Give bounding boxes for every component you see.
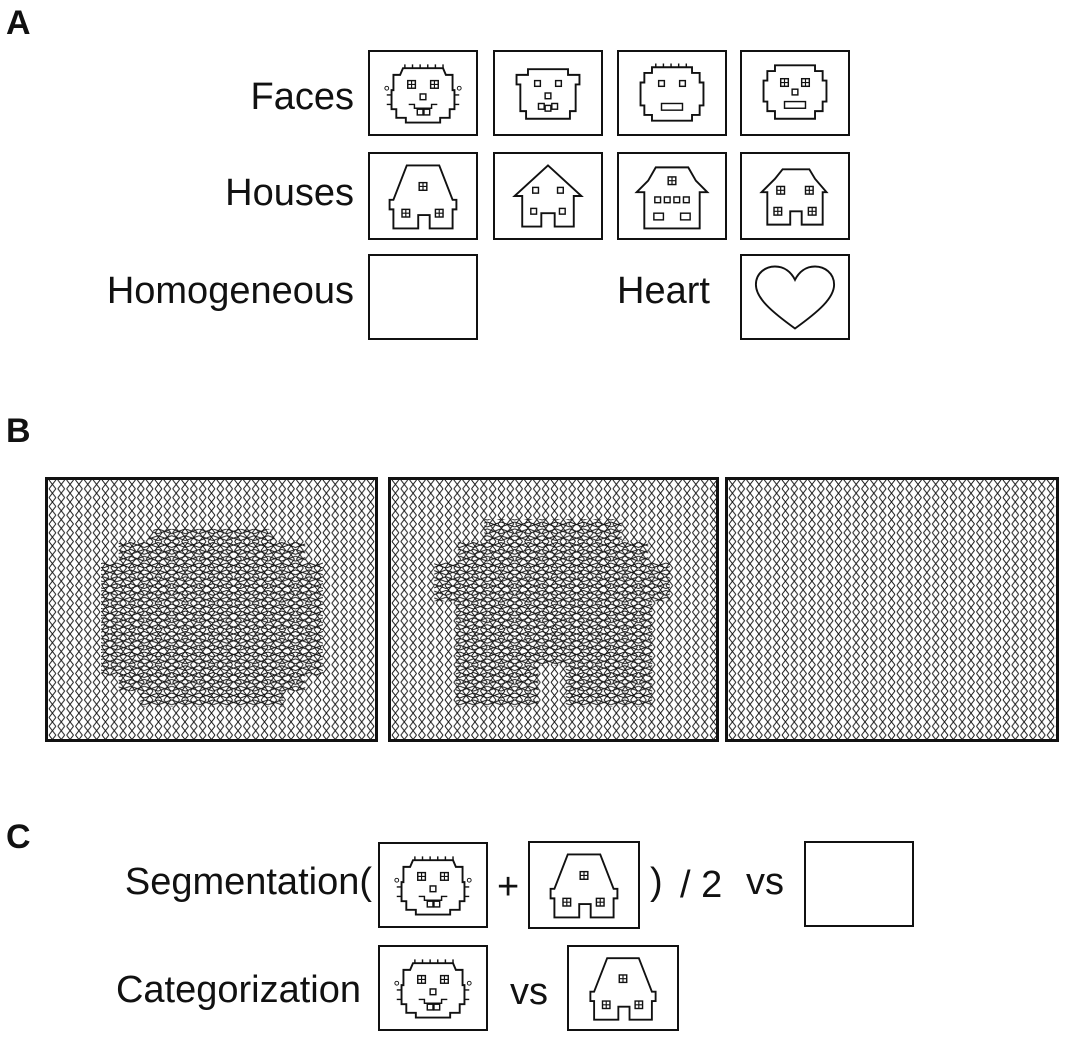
house-stimulus-2	[493, 152, 603, 240]
segmentation-face-stimulus	[378, 842, 488, 928]
segmentation-label: Segmentation(	[124, 861, 372, 903]
close-parenthesis: )	[650, 861, 663, 903]
segmentation-house-stimulus	[528, 841, 640, 929]
texture-house-stimulus	[388, 477, 719, 742]
face-stimulus-4	[740, 50, 850, 136]
houses-label: Houses	[225, 172, 354, 214]
homogeneous-label: Homogeneous	[106, 270, 354, 312]
categorization-face-stimulus	[378, 945, 488, 1031]
face-stimulus-1	[368, 50, 478, 136]
categorization-house-stimulus	[567, 945, 679, 1031]
face-stimulus-3	[617, 50, 727, 136]
faces-label: Faces	[250, 76, 354, 118]
texture-face-stimulus	[45, 477, 378, 742]
house-stimulus-1	[368, 152, 478, 240]
heart-stimulus	[740, 254, 850, 340]
categorization-vs: vs	[510, 971, 548, 1013]
segmentation-homogeneous-stimulus	[804, 841, 914, 927]
panel-a-letter: A	[6, 4, 31, 42]
categorization-label: Categorization	[115, 969, 361, 1011]
panel-b-letter: B	[6, 412, 31, 450]
house-stimulus-3	[617, 152, 727, 240]
plus-sign: +	[497, 866, 520, 908]
segmentation-vs: vs	[746, 861, 784, 903]
face-stimulus-2	[493, 50, 603, 136]
texture-homogeneous-stimulus	[725, 477, 1059, 742]
homogeneous-stimulus	[368, 254, 478, 340]
heart-label: Heart	[617, 270, 710, 312]
panel-c-letter: C	[6, 818, 31, 856]
divide-by-two: / 2	[680, 864, 723, 906]
house-stimulus-4	[740, 152, 850, 240]
